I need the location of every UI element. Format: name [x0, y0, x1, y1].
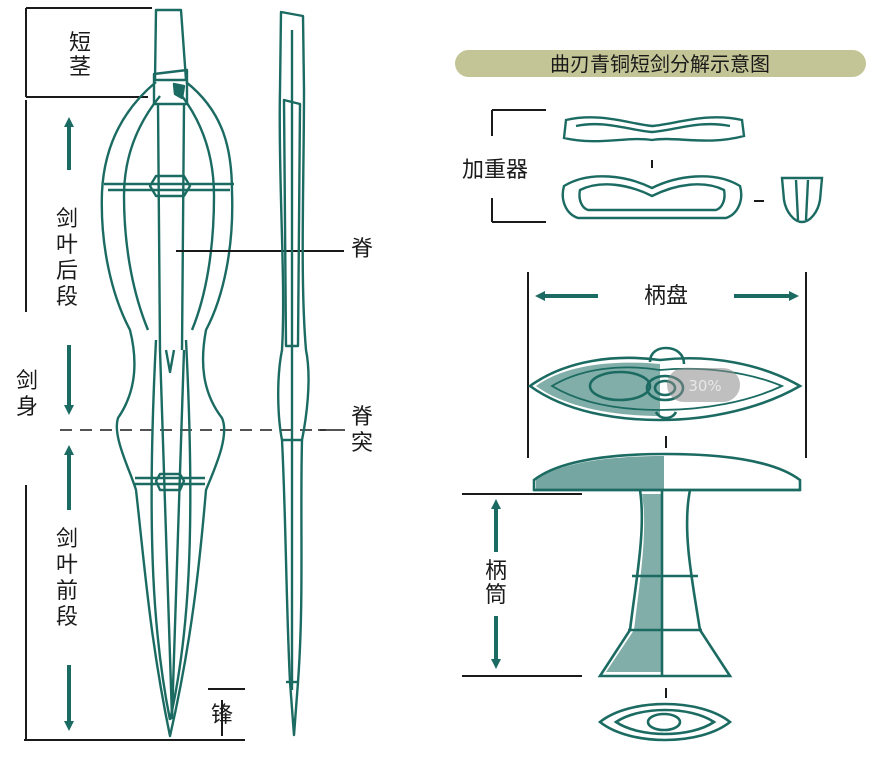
pommel-disc-side [532, 452, 802, 492]
svg-text:茎: 茎 [69, 55, 91, 80]
label-bing-pan: 柄盘 [644, 284, 688, 309]
label-feng: 锋 [211, 703, 233, 728]
label-bing-tong: 柄 筒 [485, 559, 507, 608]
svg-text:后: 后 [56, 259, 78, 284]
label-ji: 脊 [351, 237, 373, 262]
pommel-disc-top [527, 346, 803, 422]
label-jia-zhong-qi: 加重器 [462, 158, 528, 183]
label-jian-ye-qian-duan: 剑 叶 前 段 [56, 527, 78, 630]
svg-text:叶: 叶 [56, 233, 78, 258]
svg-text:短: 短 [69, 31, 91, 56]
weight-piece-top [562, 116, 746, 143]
svg-text:筒: 筒 [485, 583, 507, 608]
sword-front-view [100, 8, 234, 738]
title-banner: 曲刃青铜短剑分解示意图 [455, 50, 866, 77]
sword-side-view [277, 10, 310, 737]
bracket-jia-zhong-qi [491, 109, 546, 223]
svg-text:剑: 剑 [16, 369, 38, 394]
svg-text:突: 突 [351, 431, 373, 456]
zoom-level: 30% [688, 377, 721, 395]
svg-text:段: 段 [56, 605, 78, 630]
svg-text:柄: 柄 [485, 559, 507, 584]
svg-text:身: 身 [16, 395, 38, 420]
bing-tong-dimension [462, 493, 582, 677]
svg-text:脊: 脊 [351, 405, 373, 430]
label-jian-shen: 剑 身 [16, 369, 38, 420]
handle-tube [597, 489, 733, 678]
label-duan-jing: 短 茎 [69, 31, 91, 80]
bing-pan-dimension [527, 272, 807, 458]
weight-piece-bottom [561, 175, 743, 220]
handle-base-ring [597, 702, 733, 742]
svg-text:段: 段 [56, 285, 78, 310]
label-ji-tu: 脊 突 [351, 405, 373, 456]
svg-text:剑: 剑 [56, 527, 78, 552]
weight-piece-side [780, 176, 824, 224]
svg-text:叶: 叶 [56, 553, 78, 578]
left-dimension-lines [24, 7, 245, 741]
page-title: 曲刃青铜短剑分解示意图 [550, 52, 770, 76]
zoom-indicator[interactable]: 30% [667, 368, 740, 402]
svg-text:剑: 剑 [56, 207, 78, 232]
svg-text:前: 前 [56, 579, 78, 604]
label-jian-ye-hou-duan: 剑 叶 后 段 [56, 207, 78, 310]
